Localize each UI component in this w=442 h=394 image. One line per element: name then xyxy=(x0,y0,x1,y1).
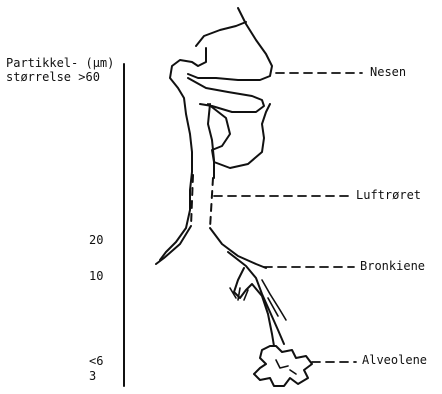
alveoli-cluster xyxy=(254,346,312,386)
nasal-cavity xyxy=(188,78,264,112)
nose-outline xyxy=(160,22,246,260)
alveoli-inner xyxy=(276,360,296,374)
trachea-right-wall xyxy=(210,178,213,228)
nose-tip-outline xyxy=(188,8,272,80)
pharynx-wall xyxy=(208,104,214,178)
oral-cavity xyxy=(208,104,270,168)
bronchi-right-branch xyxy=(210,228,266,268)
